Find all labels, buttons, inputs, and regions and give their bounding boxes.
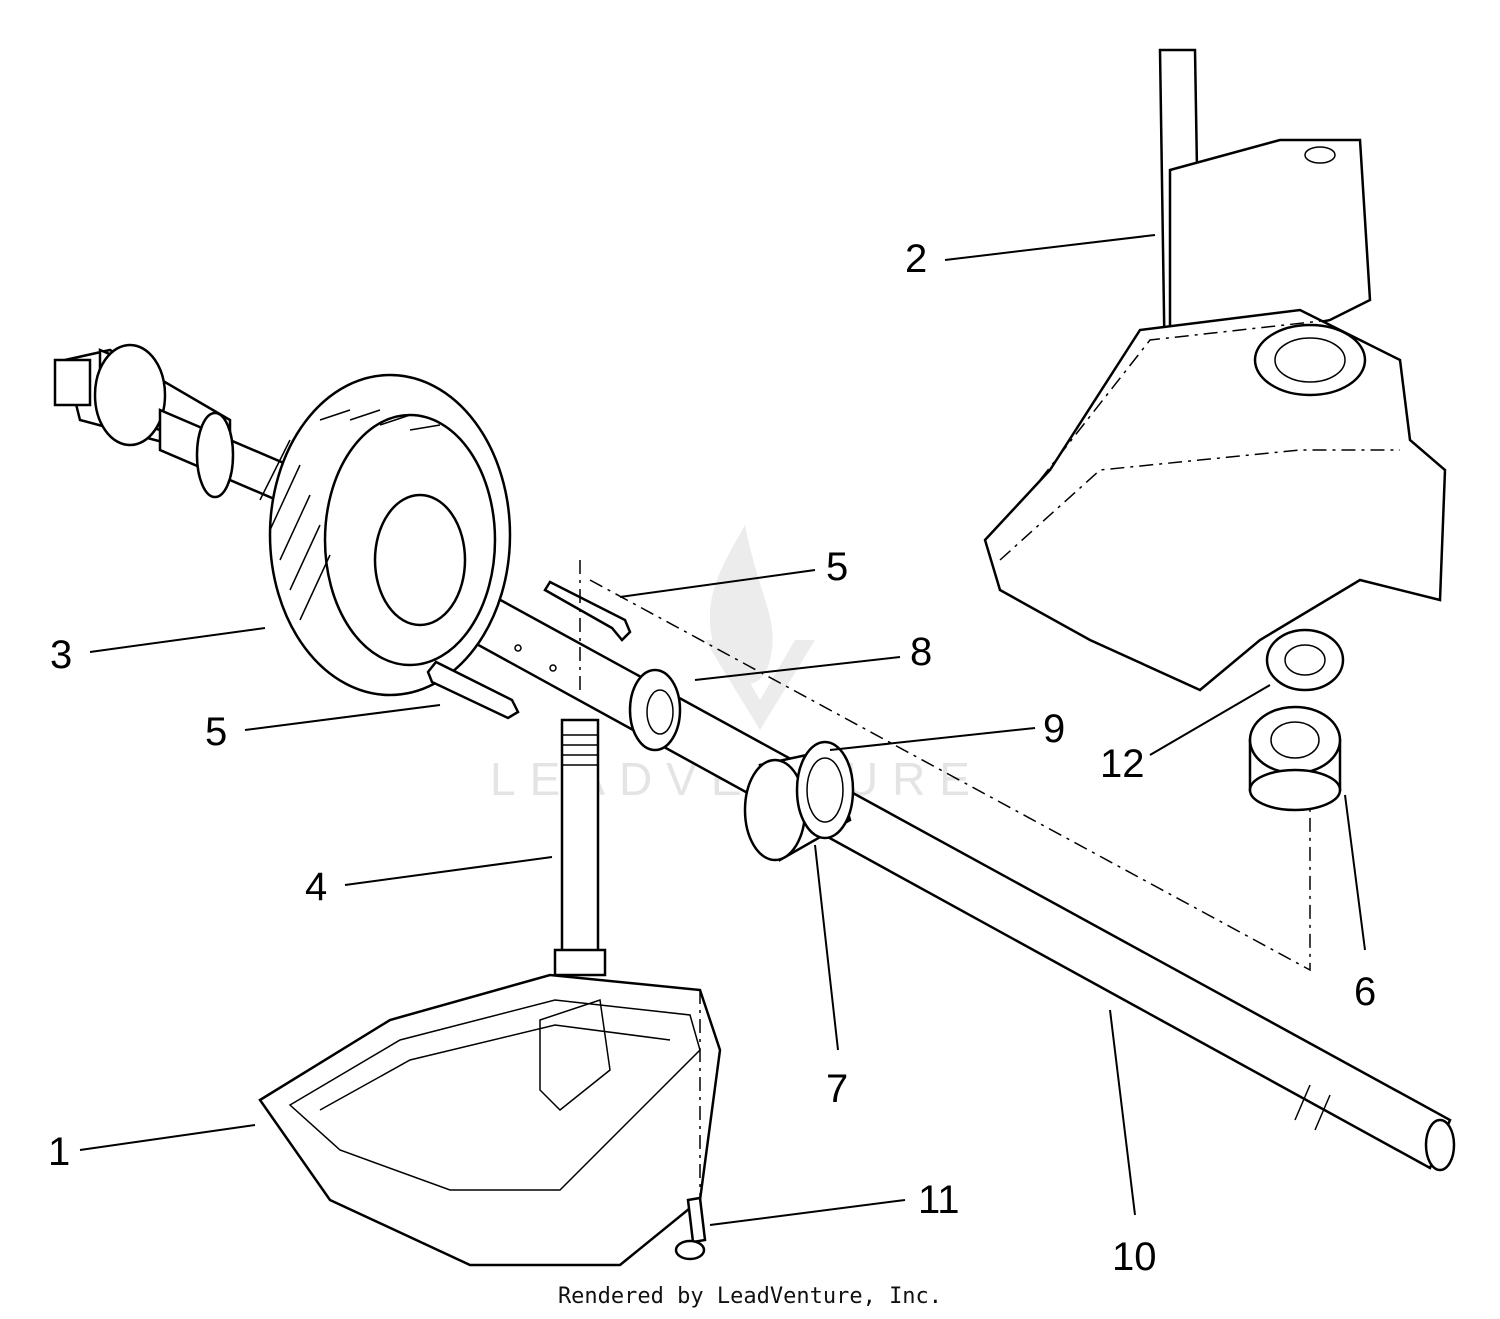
render-credit: Rendered by LeadVenture, Inc. <box>557 1284 943 1309</box>
part-12-small-bearing <box>1265 628 1345 692</box>
leader-line-8 <box>694 656 901 681</box>
callout-4: 4 <box>305 865 327 909</box>
part-6-large-bearing <box>1248 705 1342 812</box>
callout-9: 9 <box>1043 707 1065 751</box>
leader-line-2 <box>944 234 1156 261</box>
part-9-bushing <box>743 740 855 862</box>
callout-5-lower: 5 <box>205 710 227 754</box>
callout-5-upper: 5 <box>826 545 848 589</box>
callout-1: 1 <box>48 1130 70 1174</box>
leader-line-5b <box>244 704 441 731</box>
callout-labels: 2 3 5 5 8 9 12 4 6 7 1 11 10 <box>48 237 1376 1279</box>
callout-6: 6 <box>1354 970 1376 1014</box>
leader-line-5a <box>619 569 816 598</box>
leader-line-12 <box>1149 684 1271 756</box>
leader-lines <box>79 234 1366 1226</box>
leader-line-1 <box>79 1124 256 1151</box>
callout-10: 10 <box>1112 1235 1157 1279</box>
leader-line-7 <box>814 844 839 1051</box>
leader-line-4 <box>344 856 553 886</box>
leader-line-3 <box>89 627 266 653</box>
leader-line-10 <box>1109 1009 1136 1216</box>
part-2-upper-housing <box>983 48 1447 692</box>
part-11-screw <box>674 1196 707 1261</box>
leader-line-9 <box>829 727 1036 751</box>
callout-2: 2 <box>905 237 927 281</box>
part-5-pin-upper <box>543 580 632 642</box>
part-8-washer <box>628 668 682 752</box>
callout-7: 7 <box>826 1067 848 1111</box>
callout-3: 3 <box>50 633 72 677</box>
part-3-gear-assembly <box>53 343 512 697</box>
leader-line-11 <box>709 1199 906 1226</box>
callout-11: 11 <box>918 1178 960 1222</box>
assembly-centerlines <box>579 560 1311 1200</box>
callout-12: 12 <box>1100 742 1145 786</box>
leader-line-6 <box>1344 794 1366 951</box>
callout-8: 8 <box>910 630 932 674</box>
part-1-lower-housing <box>258 973 722 1267</box>
part-4-worm-shaft <box>553 718 607 977</box>
part-5-pin-lower <box>426 660 520 720</box>
